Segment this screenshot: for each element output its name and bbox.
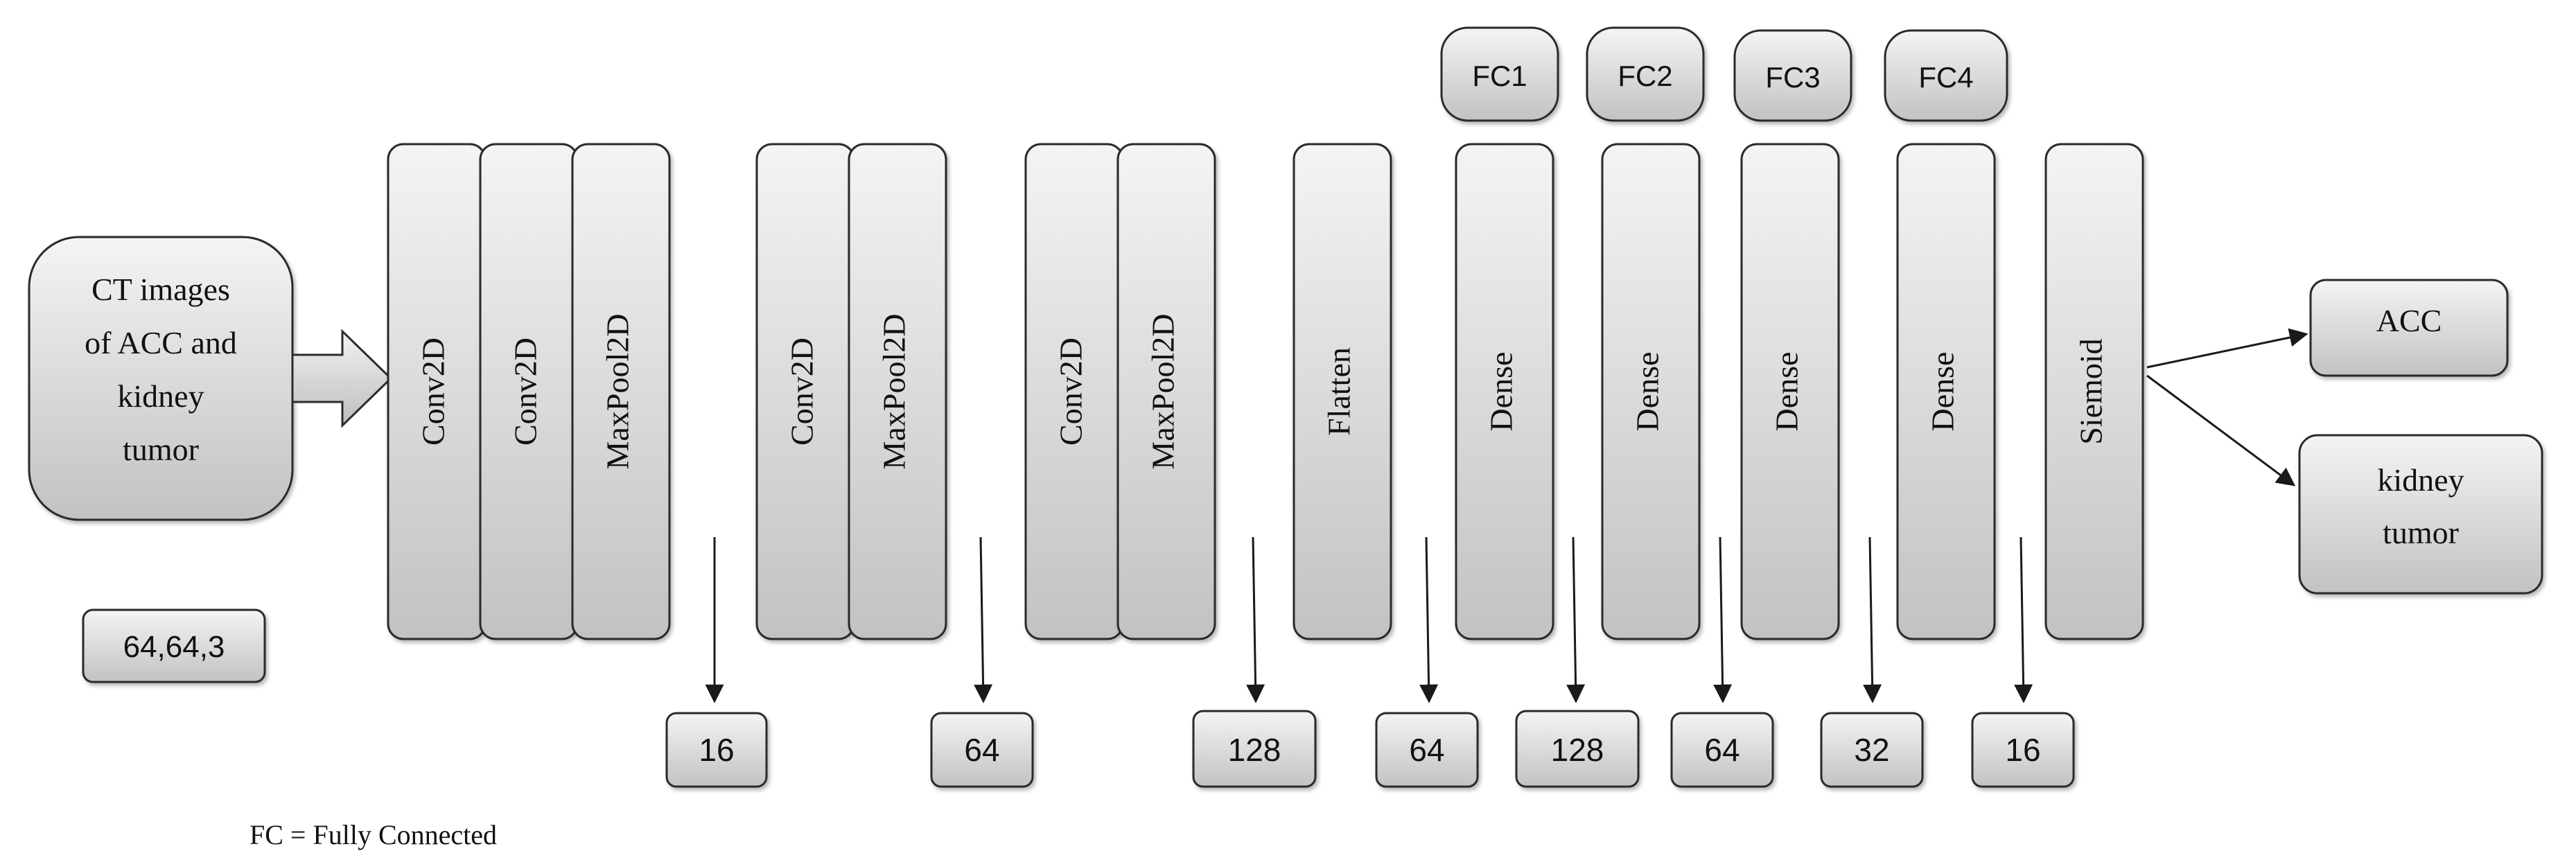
layer-label: Conv2D <box>785 338 820 446</box>
size-label: 64 <box>964 732 999 768</box>
output-box-kidney-tumor: kidney tumor <box>2298 434 2543 595</box>
input-box: CT images of ACC and kidney tumor <box>28 236 294 521</box>
fc-label: FC2 <box>1618 60 1672 92</box>
output-label-line: ACC <box>2376 303 2442 338</box>
layer-11: Dense <box>1896 143 1996 640</box>
output-arrow-icon <box>2146 374 2296 487</box>
down-arrow-icon <box>1863 536 1882 703</box>
size-label: 32 <box>1854 732 1889 768</box>
fc-label: FC1 <box>1472 60 1527 92</box>
size-box: 128 <box>1515 710 1640 788</box>
size-label: 64 <box>1409 732 1444 768</box>
block-arrow-icon <box>291 329 393 428</box>
layer-label: Dense <box>1769 352 1805 432</box>
layer-label: Dense <box>1484 352 1519 432</box>
down-arrow-icon <box>974 536 993 703</box>
layer-8: Dense <box>1455 143 1554 640</box>
layer-6: MaxPool2D <box>1116 143 1216 640</box>
layer-2: MaxPool2D <box>571 143 671 640</box>
input-shape-label: 64,64,3 <box>123 630 225 664</box>
layer-label: MaxPool2D <box>1146 314 1181 470</box>
layer-label: MaxPool2D <box>877 314 912 470</box>
layer-label: Conv2D <box>416 338 451 446</box>
input-label-line: tumor <box>123 432 199 467</box>
fc-label: FC3 <box>1765 61 1820 94</box>
down-arrow-icon <box>1566 536 1586 703</box>
size-box: 64 <box>930 712 1034 788</box>
output-arrow-icon <box>2146 328 2308 369</box>
size-label: 16 <box>2005 732 2040 768</box>
fc-label-box: FC1 <box>1440 26 1559 122</box>
fc-label-box: FC3 <box>1733 29 1852 122</box>
fc-label: FC4 <box>1918 61 1973 94</box>
size-label: 128 <box>1551 732 1604 768</box>
layer-3: Conv2D <box>755 143 855 640</box>
input-label-line: of ACC and <box>85 325 237 360</box>
layer-label: Dense <box>1630 352 1665 432</box>
layer-12: Siemoid <box>2044 143 2144 640</box>
size-box: 64 <box>1670 712 1774 788</box>
layer-label: Dense <box>1925 352 1961 432</box>
layer-1: Conv2D <box>479 143 579 640</box>
fc-label-box: FC2 <box>1586 26 1705 122</box>
layer-0: Conv2D <box>387 143 487 640</box>
down-arrow-icon <box>1713 536 1733 703</box>
size-label: 64 <box>1704 732 1740 768</box>
input-label-line: kidney <box>117 378 204 414</box>
size-box: 128 <box>1192 710 1317 788</box>
layer-label: Flatten <box>1322 347 1357 436</box>
layer-10: Dense <box>1740 143 1840 640</box>
down-arrow-icon <box>2014 536 2033 703</box>
output-box-acc: ACC <box>2309 279 2509 377</box>
size-box: 16 <box>1971 712 2075 788</box>
layer-label: Conv2D <box>1053 338 1089 446</box>
size-label: 128 <box>1228 732 1281 768</box>
layer-label: Siemoid <box>2074 338 2109 444</box>
layer-4: MaxPool2D <box>848 143 947 640</box>
output-label-line: kidney <box>2377 462 2464 498</box>
output-label-line: tumor <box>2383 515 2459 550</box>
layer-label: Conv2D <box>508 338 543 446</box>
layer-9: Dense <box>1601 143 1701 640</box>
size-box: 16 <box>665 712 768 788</box>
size-label: 16 <box>699 732 734 768</box>
size-box: 64 <box>1375 712 1479 788</box>
input-label-line: CT images <box>91 272 230 307</box>
layer-5: Conv2D <box>1024 143 1124 640</box>
down-arrow-icon <box>1246 536 1265 703</box>
layer-label: MaxPool2D <box>600 314 636 470</box>
down-arrow-icon <box>1419 536 1439 703</box>
layer-7: Flatten <box>1293 143 1392 640</box>
footnote: FC = Fully Connected <box>249 819 497 850</box>
fc-label-box: FC4 <box>1884 29 2008 122</box>
input-shape-box: 64,64,3 <box>82 608 266 683</box>
size-box: 32 <box>1820 712 1924 788</box>
